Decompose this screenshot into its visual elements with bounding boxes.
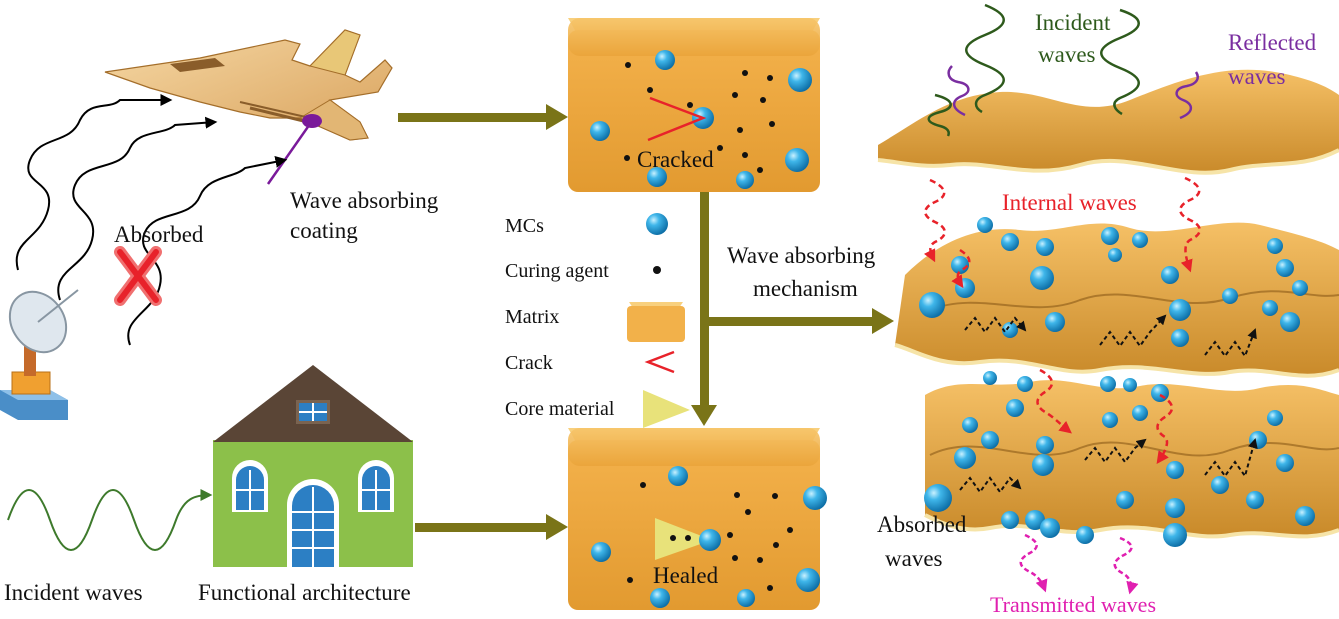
middle-sheet-mcs bbox=[919, 217, 1308, 347]
healed-label: Healed bbox=[653, 563, 719, 588]
reflected-label-line2: waves bbox=[1228, 64, 1286, 89]
legend-core-label: Core material bbox=[505, 398, 615, 420]
internal-waves-middle bbox=[923, 176, 1201, 289]
reflected-waves-top bbox=[947, 65, 1199, 120]
healed-block bbox=[568, 428, 820, 610]
crack-mark bbox=[647, 96, 707, 142]
incident-wave-to-house bbox=[7, 489, 213, 551]
absorbed-label: Absorbed bbox=[114, 222, 204, 247]
incident-waves-label: Incident waves bbox=[4, 580, 143, 605]
coating-label-line2: coating bbox=[290, 218, 358, 243]
bottom-sheet bbox=[924, 380, 1339, 539]
cracked-mcs bbox=[590, 50, 812, 189]
legend-mcs-label: MCs bbox=[505, 215, 544, 237]
healed-curing-agents bbox=[627, 482, 793, 591]
functional-architecture-label: Functional architecture bbox=[198, 580, 411, 605]
incident-label-line1: Incident bbox=[1035, 10, 1111, 35]
top-sheet bbox=[877, 69, 1339, 175]
incident-label-line2: waves bbox=[1038, 42, 1096, 67]
legend-mcs-symbol bbox=[646, 213, 668, 235]
coating-label-line1: Wave absorbing bbox=[290, 188, 439, 213]
legend-curing-symbol bbox=[653, 266, 661, 274]
flow-arrows bbox=[398, 104, 894, 540]
internal-zigzag-middle bbox=[964, 314, 1257, 359]
incident-waves-to-jet bbox=[15, 94, 288, 346]
incident-waves-top bbox=[927, 3, 1140, 137]
cracked-block bbox=[568, 18, 820, 192]
internal-zigzag-bottom bbox=[959, 438, 1258, 494]
legend-curing-label: Curing agent bbox=[505, 260, 609, 282]
legend-matrix-symbol bbox=[627, 302, 685, 342]
mechanism-label-line2: mechanism bbox=[753, 276, 858, 301]
house-icon bbox=[213, 365, 413, 567]
healed-core-material bbox=[655, 518, 712, 560]
absorbed-waves-label-line2: waves bbox=[885, 546, 943, 571]
transmitted-waves bbox=[1019, 533, 1139, 595]
middle-sheet bbox=[894, 222, 1339, 378]
radar-dish-icon bbox=[0, 289, 79, 420]
transmitted-waves-label: Transmitted waves bbox=[990, 592, 1156, 617]
jet-icon bbox=[104, 29, 393, 141]
legend-crack-symbol bbox=[644, 350, 675, 374]
cracked-label: Cracked bbox=[637, 147, 714, 172]
reflected-label-line1: Reflected bbox=[1228, 30, 1317, 55]
legend-core-symbol bbox=[643, 390, 690, 428]
cracked-curing-agents bbox=[624, 62, 775, 173]
internal-waves-bottom bbox=[1036, 368, 1174, 465]
absorbed-cross-icon bbox=[114, 246, 162, 306]
legend-crack-label: Crack bbox=[505, 352, 553, 374]
coating-pointer bbox=[266, 120, 314, 185]
internal-waves-label: Internal waves bbox=[1002, 190, 1137, 215]
healed-mcs bbox=[591, 466, 827, 608]
mechanism-label-line1: Wave absorbing bbox=[727, 243, 876, 268]
legend-matrix-label: Matrix bbox=[505, 306, 559, 328]
bottom-sheet-mcs bbox=[924, 371, 1315, 547]
absorbed-waves-label-line1: Absorbed bbox=[877, 512, 967, 537]
legend: MCs Curing agent Matrix Crack Core mater… bbox=[505, 213, 690, 428]
